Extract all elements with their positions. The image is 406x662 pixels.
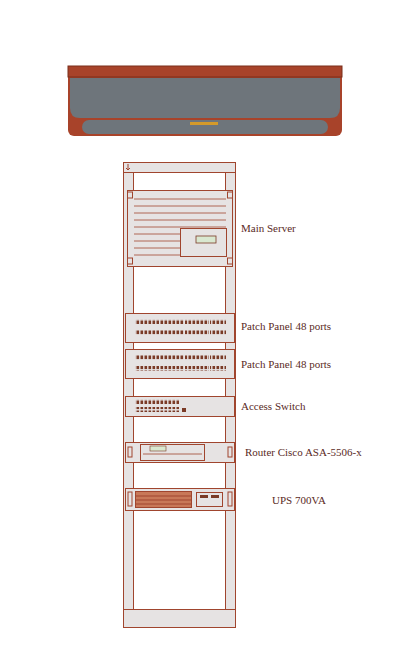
device-label: Access Switch: [241, 400, 305, 413]
device-label: Patch Panel 48 ports: [241, 320, 331, 333]
patch-panel: [126, 314, 235, 343]
air-conditioner: [68, 66, 342, 136]
router-unit: [126, 443, 235, 463]
device-label: UPS 700VA: [272, 494, 326, 507]
device-label: Router Cisco ASA-5506-x: [245, 446, 362, 459]
ups-unit: [126, 489, 235, 511]
device-label: Main Server: [241, 222, 296, 235]
rack-frame: [124, 163, 236, 628]
patch-panel: [126, 350, 235, 379]
device-label: Patch Panel 48 ports: [241, 358, 331, 371]
server-unit: [128, 191, 233, 267]
access-switch: [126, 397, 235, 417]
